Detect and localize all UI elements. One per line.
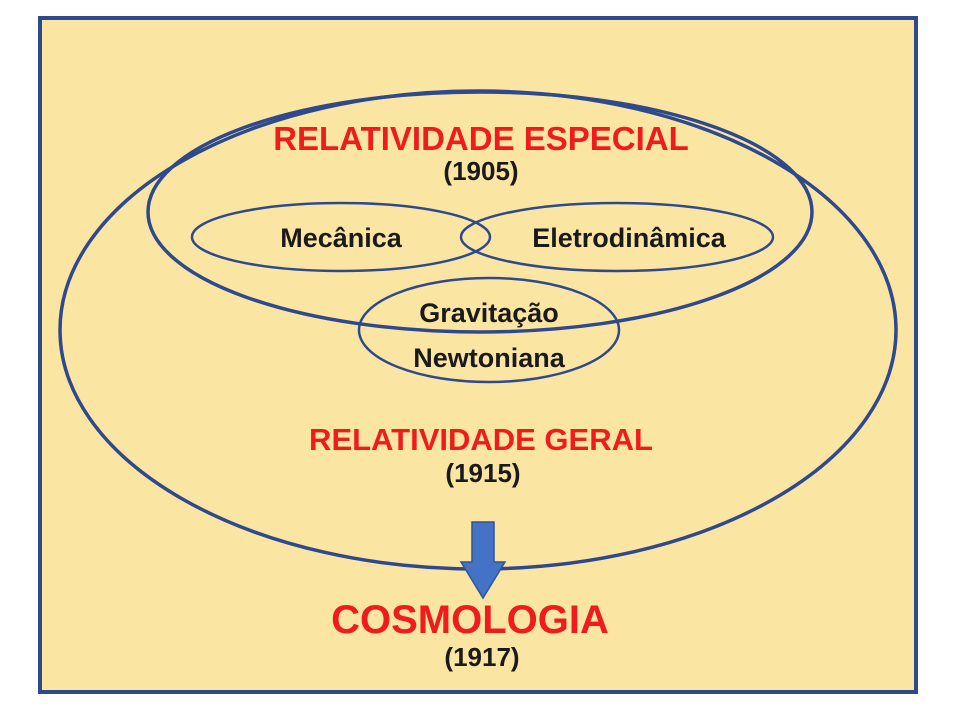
special-relativity-title: RELATIVIDADE ESPECIAL (273, 120, 689, 157)
newtonian-gravity-ellipse (357, 276, 621, 384)
cosmology-title: COSMOLOGIA (331, 598, 609, 642)
newtonian-gravity-line1: Gravitação (419, 298, 559, 328)
cosmology-year: (1917) (444, 642, 520, 672)
special-relativity-year: (1905) (443, 156, 519, 186)
electrodynamics-ellipse (459, 201, 775, 273)
special-relativity-ellipse (146, 90, 814, 334)
electrodynamics-label: Eletrodinâmica (532, 223, 726, 253)
mechanics-ellipse (190, 201, 492, 273)
general-relativity-year: (1915) (445, 458, 521, 488)
mechanics-label: Mecânica (280, 223, 402, 253)
general-relativity-title: RELATIVIDADE GERAL (309, 422, 653, 457)
down-arrow-icon (459, 521, 507, 600)
newtonian-gravity-line2: Newtoniana (413, 343, 565, 373)
